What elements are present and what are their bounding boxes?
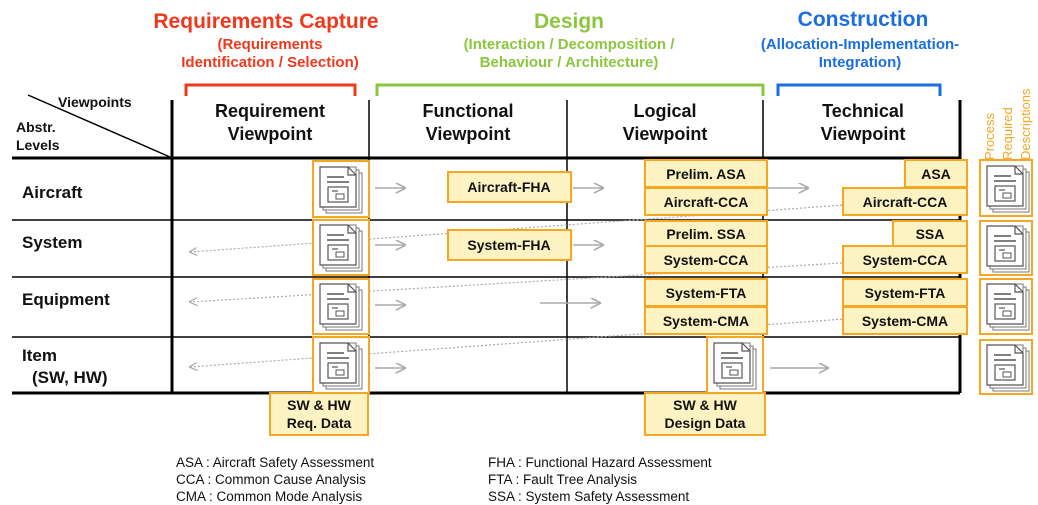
box-system-cca-technical: System-CCA — [842, 245, 968, 274]
legend-item: ASA : Aircraft Safety Assessment — [176, 455, 374, 470]
phase-bracket — [375, 83, 765, 96]
corner-levels-label: Levels — [16, 137, 60, 153]
box-label: System-CMA — [862, 313, 948, 329]
box-ssa: SSA — [892, 220, 968, 248]
box-label: System-FHA — [467, 237, 550, 253]
phase-construction: Construction (Allocation-Implementation-… — [761, 8, 959, 96]
row-label-aircraft: Aircraft — [22, 183, 83, 202]
legend-left: ASA : Aircraft Safety Assessment CCA : C… — [176, 455, 374, 504]
document-icon — [979, 220, 1033, 276]
vertical-label: Required — [1000, 107, 1015, 160]
box-prelim-ssa: Prelim. SSA — [644, 220, 768, 248]
corner-viewpoints-label: Viewpoints — [58, 94, 132, 110]
row-label-equipment: Equipment — [22, 290, 110, 309]
box-label: System-CCA — [664, 252, 749, 268]
phase-title: Construction — [798, 8, 929, 31]
box-label: Aircraft-FHA — [467, 179, 550, 195]
phase-subtitle: Identification / Selection) — [181, 54, 359, 71]
corner-diagonal — [27, 94, 171, 158]
row-label-item-sub: (SW, HW) — [32, 368, 108, 387]
box-label: System-CCA — [863, 252, 948, 268]
column-header-requirement: Requirement Viewpoint — [215, 101, 325, 144]
corner-abstr-label: Abstr. — [16, 119, 56, 135]
box-label: SW & HW — [287, 397, 352, 413]
box-system-fha: System-FHA — [447, 229, 572, 261]
row-label-system: System — [22, 233, 82, 252]
box-label: System-FTA — [666, 285, 747, 301]
phase-requirements-capture: Requirements Capture (Requirements Ident… — [153, 10, 379, 96]
box-system-cma-technical: System-CMA — [842, 306, 968, 335]
column-header-line: Requirement — [215, 101, 325, 121]
header-corner: Viewpoints Abstr. Levels — [16, 94, 171, 158]
column-header-line: Viewpoint — [426, 124, 511, 144]
box-label: Prelim. SSA — [666, 226, 745, 242]
phase-design: Design (Interaction / Decomposition / Be… — [375, 10, 765, 96]
box-label: System-FTA — [865, 285, 946, 301]
box-label: ASA — [921, 166, 951, 182]
column-header-technical: Technical Viewpoint — [821, 101, 906, 144]
phase-title: Requirements Capture — [153, 10, 378, 33]
phase-bracket — [184, 83, 357, 96]
box-prelim-asa: Prelim. ASA — [644, 159, 768, 188]
legend-item: FHA : Functional Hazard Assessment — [488, 455, 712, 470]
document-icon — [312, 219, 370, 276]
row-label-item: Item — [22, 346, 57, 365]
column-header-functional: Functional Viewpoint — [423, 101, 514, 144]
vertical-label: Descriptions — [1018, 88, 1033, 160]
column-header-line: Logical — [633, 101, 696, 121]
document-icon — [312, 278, 370, 335]
phase-title: Design — [534, 10, 604, 33]
process-required-descriptions-label: Process Required Descriptions — [982, 88, 1033, 160]
document-icon — [979, 278, 1033, 335]
phase-subtitle: (Requirements — [217, 36, 322, 53]
legend-item: FTA : Fault Tree Analysis — [488, 472, 637, 487]
column-header-line: Technical — [822, 101, 904, 121]
phase-subtitle: (Allocation-Implementation- — [761, 36, 959, 53]
column-header-line: Functional — [423, 101, 514, 121]
box-label: System-CMA — [663, 313, 749, 329]
flow-arrows — [375, 188, 828, 368]
box-label: Prelim. ASA — [666, 166, 746, 182]
box-system-cma-logical: System-CMA — [644, 306, 768, 335]
box-label: SW & HW — [673, 397, 738, 413]
column-header-logical: Logical Viewpoint — [623, 101, 708, 144]
box-system-fta-logical: System-FTA — [644, 278, 768, 307]
legend-right: FHA : Functional Hazard Assessment FTA :… — [488, 455, 712, 504]
document-icon — [312, 160, 370, 218]
document-icon — [979, 159, 1033, 217]
box-label: SSA — [916, 226, 945, 242]
box-aircraft-cca-logical: Aircraft-CCA — [644, 187, 768, 216]
box-aircraft-fha: Aircraft-FHA — [447, 171, 572, 203]
box-label: Req. Data — [287, 415, 352, 431]
document-icon — [706, 336, 764, 394]
vertical-label: Process — [982, 113, 997, 160]
box-sw-hw-design-data: SW & HW Design Data — [644, 392, 766, 436]
box-aircraft-cca-technical: Aircraft-CCA — [842, 187, 968, 216]
column-header-line: Viewpoint — [228, 124, 313, 144]
document-icon — [312, 336, 370, 394]
document-icon — [979, 339, 1033, 395]
phase-subtitle: Integration) — [819, 54, 902, 71]
phase-bracket — [776, 83, 942, 96]
column-header-line: Viewpoint — [821, 124, 906, 144]
box-label: Aircraft-CCA — [664, 194, 749, 210]
box-label: Design Data — [665, 415, 746, 431]
legend-item: CCA : Common Cause Analysis — [176, 472, 366, 487]
box-label: Aircraft-CCA — [863, 194, 948, 210]
feedback-dotted-lines — [190, 203, 859, 367]
box-system-fta-technical: System-FTA — [842, 278, 968, 307]
legend-item: CMA : Common Mode Analysis — [176, 489, 362, 504]
box-sw-hw-req-data: SW & HW Req. Data — [269, 392, 369, 436]
box-asa: ASA — [904, 159, 968, 188]
column-header-line: Viewpoint — [623, 124, 708, 144]
phase-subtitle: Behaviour / Architecture) — [480, 54, 659, 71]
phase-subtitle: (Interaction / Decomposition / — [464, 36, 676, 53]
legend-item: SSA : System Safety Assessment — [488, 489, 689, 504]
box-system-cca-logical: System-CCA — [644, 245, 768, 274]
